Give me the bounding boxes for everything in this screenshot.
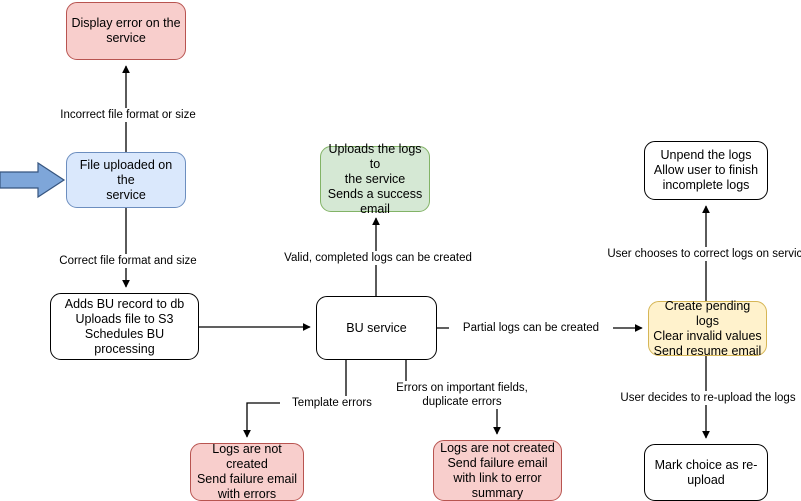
- edge-label-user-reuploads: User decides to re-upload the logs: [606, 391, 801, 405]
- edge-label-incorrect-format: Incorrect file format or size: [0, 108, 256, 122]
- node-display-error[interactable]: Display error on the service: [66, 2, 186, 60]
- edge-label-partial-logs: Partial logs can be created: [449, 321, 613, 335]
- edge-label-valid-logs: Valid, completed logs can be created: [256, 251, 500, 265]
- node-file-uploaded[interactable]: File uploaded on the service: [66, 152, 186, 208]
- node-adds-bu-record[interactable]: Adds BU record to db Uploads file to S3 …: [50, 293, 199, 360]
- node-bu-service[interactable]: BU service: [316, 296, 437, 360]
- edge-label-important-errors: Errors on important fields, duplicate er…: [380, 381, 544, 409]
- node-uploads-logs[interactable]: Uploads the logs to the service Sends a …: [320, 142, 430, 216]
- edge-label-template-errors: Template errors: [280, 396, 384, 410]
- edge-label-correct-format: Correct file format and size: [0, 254, 256, 268]
- node-logs-not-created-template[interactable]: Logs are not created Send failure email …: [190, 442, 304, 501]
- edge-label-user-corrects: User chooses to correct logs on service: [593, 247, 801, 261]
- node-logs-not-created-summary[interactable]: Logs are not created Send failure email …: [433, 440, 562, 501]
- node-mark-choice[interactable]: Mark choice as re- upload: [644, 444, 768, 501]
- node-create-pending-logs[interactable]: Create pending logs Clear invalid values…: [648, 299, 767, 358]
- node-unpend-logs[interactable]: Unpend the logs Allow user to finish inc…: [644, 141, 768, 200]
- start-arrow-icon: [0, 161, 66, 199]
